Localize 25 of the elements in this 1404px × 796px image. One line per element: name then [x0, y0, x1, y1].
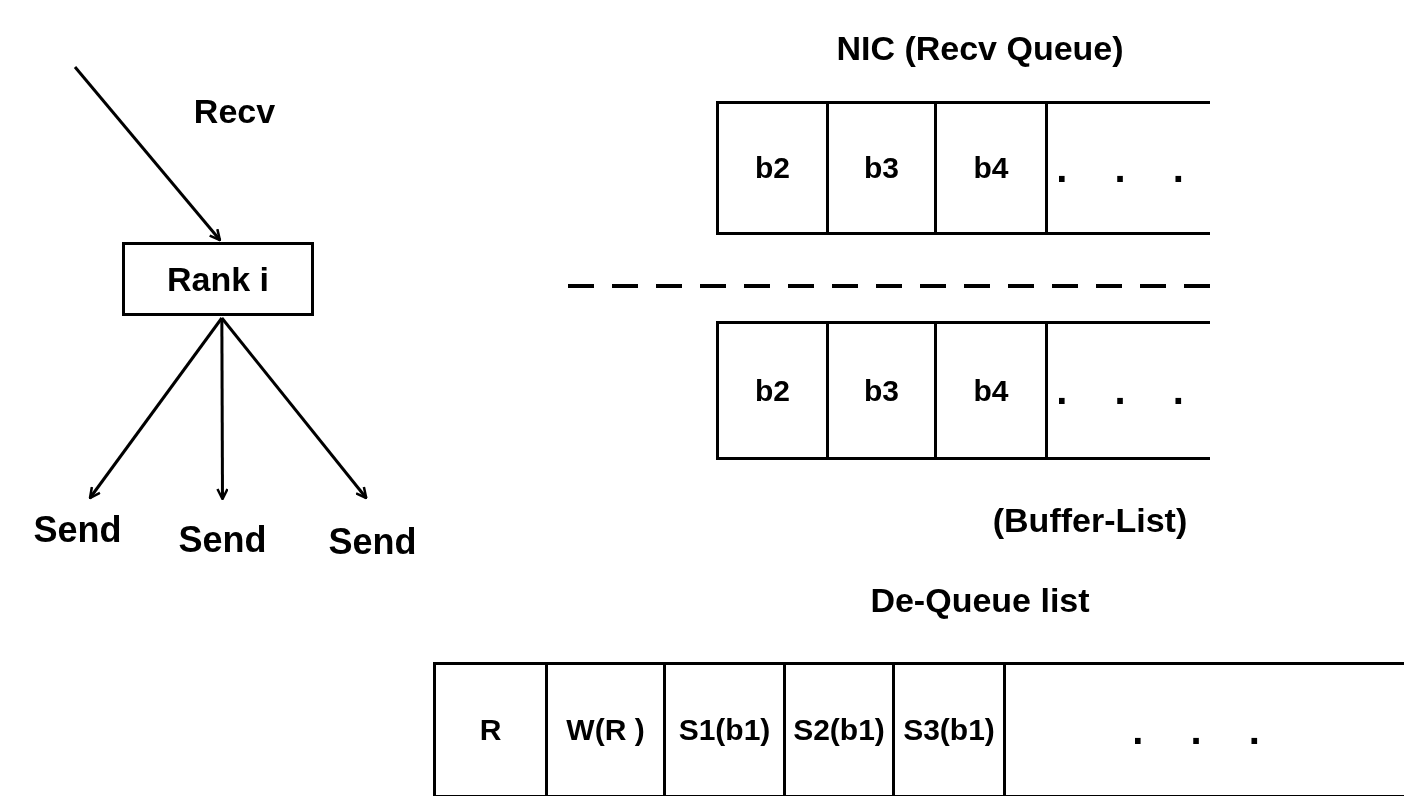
queue-slot: S1(b1) [663, 662, 783, 796]
queue-slot: R [433, 662, 545, 796]
heading: De-Queue list [869, 579, 1091, 621]
ellipsis-slot: . . . [1045, 101, 1210, 235]
arrow [220, 317, 368, 500]
queue-slot: b3 [826, 101, 934, 235]
process-box: Rank i [122, 242, 314, 316]
queue-slot: b3 [826, 321, 934, 460]
heading: NIC (Recv Queue) [835, 27, 1125, 69]
ellipsis-slot: . . . [1003, 662, 1404, 796]
queue-slot: b2 [716, 321, 826, 460]
node-text: Send [15, 500, 140, 560]
node-text: Send [310, 512, 435, 572]
queue-slot: b4 [934, 101, 1045, 235]
queue-slot: W(R ) [545, 662, 663, 796]
queue-slot: S3(b1) [892, 662, 1003, 796]
queue-slot: S2(b1) [783, 662, 892, 796]
node-text: Send [160, 510, 285, 570]
queue-slot: b4 [934, 321, 1045, 460]
arrow [73, 66, 222, 242]
arrow [88, 317, 224, 500]
arrow [216, 318, 229, 501]
ellipsis-slot: . . . [1045, 321, 1210, 460]
heading: (Buffer-List) [991, 499, 1189, 541]
queue-slot: b2 [716, 101, 826, 235]
